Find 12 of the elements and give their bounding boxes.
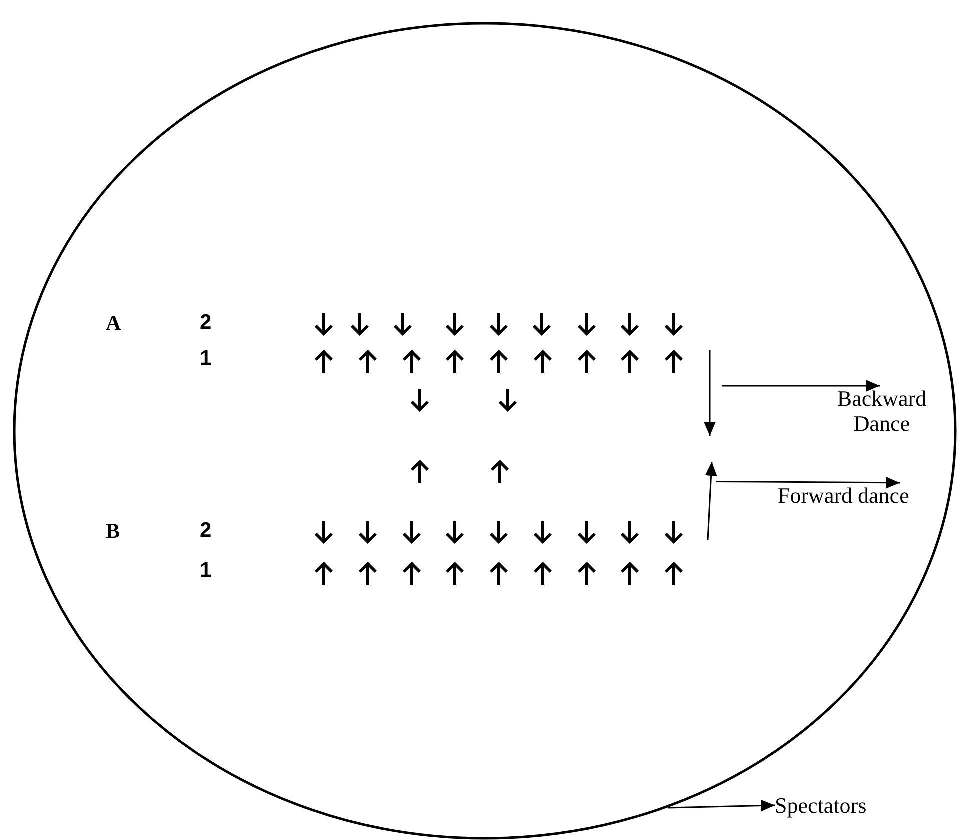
callout-text: Backward Dance [836,386,928,436]
callout-text: Spectators [775,793,867,818]
team-letter: A [106,311,122,335]
arrow [716,476,900,489]
row-number: 2 [200,519,212,543]
arrow [668,800,776,812]
arrow [722,380,880,392]
row-number: 1 [200,559,212,583]
team-letter: B [106,519,120,543]
row-number: 1 [200,347,212,371]
callout-text: Forward dance [778,483,910,508]
row-number: 2 [200,311,212,335]
